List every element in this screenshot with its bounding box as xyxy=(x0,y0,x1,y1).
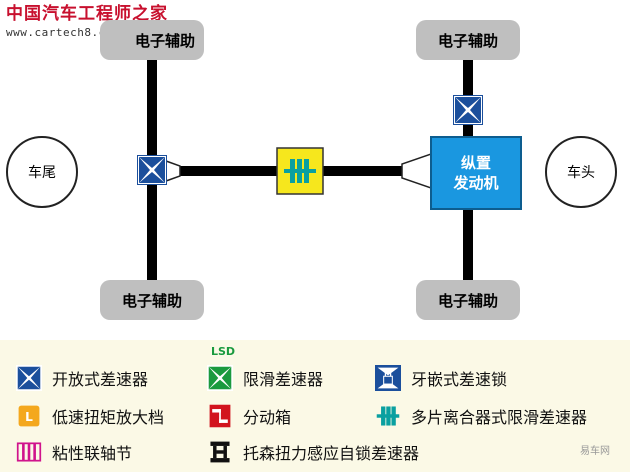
legend-item-transfer-case: 分动箱 xyxy=(207,403,291,429)
legend-item-limited-slip: 限滑差速器 xyxy=(207,365,323,391)
legend-item-multi-plate-lsd: 多片离合器式限滑差速器 xyxy=(375,403,587,429)
front-label-circle: 车头 xyxy=(545,136,617,208)
legend-label: 托森扭力感应自锁差速器 xyxy=(243,444,420,463)
legend-label: 粘性联轴节 xyxy=(52,444,133,463)
legend-item-viscous-coupling: 粘性联轴节 xyxy=(16,439,132,465)
watermark-cn: 中国汽车工程师之家 xyxy=(6,4,168,24)
rear-label-circle: 车尾 xyxy=(6,136,78,208)
legend-item-open-differential: 开放式差速器 xyxy=(16,365,148,391)
low-range-glyph: L xyxy=(25,410,33,424)
open-differential-icon xyxy=(16,365,42,391)
watermark: 中国汽车工程师之家 www.cartech8.com xyxy=(6,4,168,39)
legend-label: 限滑差速器 xyxy=(243,370,324,389)
engine-label-line1: 纵置 xyxy=(460,153,491,172)
aux-label: 电子辅助 xyxy=(121,291,182,310)
torsen-differential-icon xyxy=(210,441,230,463)
limited-slip-differential-icon xyxy=(207,365,233,391)
engine-box: 纵置 发动机 xyxy=(430,136,522,210)
viscous-coupling-icon xyxy=(16,442,42,462)
legend-panel xyxy=(0,340,630,472)
transfer-case-icon xyxy=(209,404,231,428)
legend-item-torsen: 托森扭力感应自锁差速器 xyxy=(207,439,419,465)
aux-box-top-right: 电子辅助 xyxy=(416,20,520,60)
low-range-gear-icon: L xyxy=(18,405,40,427)
aux-box-bottom-right: 电子辅助 xyxy=(416,280,520,320)
aux-box-top-left: 电子辅助 xyxy=(100,20,204,60)
watermark-url: www.cartech8.com xyxy=(6,26,120,39)
front-diff-housing xyxy=(401,152,432,190)
legend-item-diff-lock: 牙嵌式差速锁 xyxy=(375,365,507,391)
rear-open-differential-icon xyxy=(137,155,167,185)
legend-label: 多片离合器式限滑差速器 xyxy=(411,408,588,427)
multi-plate-clutch-lsd-icon xyxy=(376,406,400,426)
credit-watermark: 易车网 xyxy=(580,446,610,457)
aux-box-bottom-left: 电子辅助 xyxy=(100,280,204,320)
engine-label-line2: 发动机 xyxy=(453,174,499,192)
lsd-tag: LSD xyxy=(211,345,236,358)
front-open-differential-icon xyxy=(453,95,483,125)
legend-label: 开放式差速器 xyxy=(52,370,149,389)
legend-label: 低速扭矩放大档 xyxy=(52,408,165,427)
aux-label: 电子辅助 xyxy=(437,291,498,310)
aux-label: 电子辅助 xyxy=(134,31,195,50)
front-label: 车头 xyxy=(567,165,595,181)
rear-diff-housing xyxy=(165,159,181,183)
center-multi-plate-clutch-icon xyxy=(276,147,324,195)
legend-label: 分动箱 xyxy=(243,408,292,427)
legend-label: 牙嵌式差速锁 xyxy=(411,370,508,389)
rear-label: 车尾 xyxy=(28,165,56,181)
drivetrain-layout xyxy=(137,40,483,286)
dog-clutch-diff-lock-icon xyxy=(375,365,401,391)
aux-label: 电子辅助 xyxy=(437,31,498,50)
legend-item-low-range: L 低速扭矩放大档 xyxy=(16,403,164,429)
